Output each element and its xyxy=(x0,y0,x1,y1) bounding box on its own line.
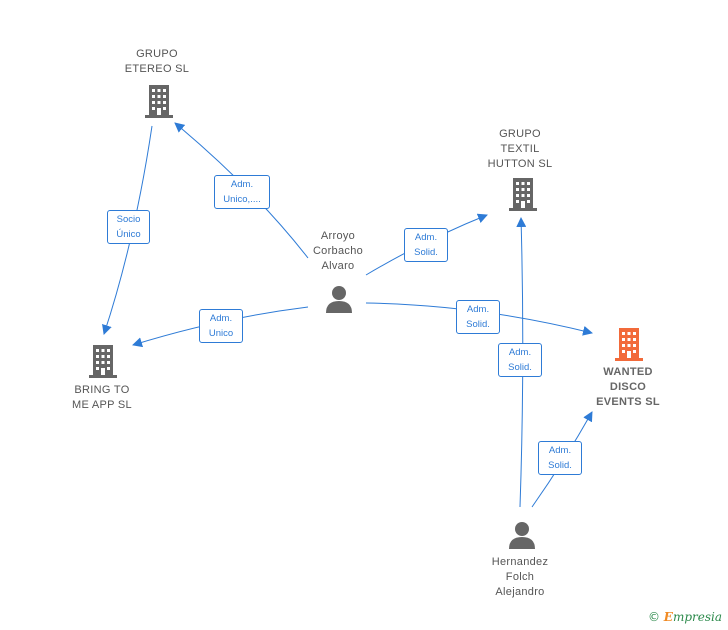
building-icon[interactable] xyxy=(613,326,645,362)
edge-label-arroyo-etereo: Adm. Unico,.... xyxy=(214,175,270,209)
copyright-symbol: © xyxy=(647,610,660,624)
edge-label-etereo-bring: Socio Único xyxy=(107,210,150,244)
edge-label-arroyo-textil: Adm. Solid. xyxy=(404,228,448,262)
building-icon[interactable] xyxy=(87,343,119,379)
person-icon[interactable] xyxy=(324,284,354,314)
brand-logo: © Empresia xyxy=(648,610,722,624)
edge-label-hernandez-wanted: Adm. Solid. xyxy=(538,441,582,475)
node-label-hernandez[interactable]: Hernandez Folch Alejandro xyxy=(491,556,549,598)
edge-label-arroyo-wanted: Adm. Solid. xyxy=(456,300,500,334)
node-label-grupo-etereo[interactable]: GRUPO ETEREO SL xyxy=(124,48,190,75)
brand-name: mpresia xyxy=(672,610,722,624)
brand-initial: E xyxy=(663,610,673,624)
building-icon[interactable] xyxy=(507,176,539,212)
person-icon[interactable] xyxy=(507,520,537,550)
edge-label-arroyo-bring: Adm. Unico xyxy=(199,309,243,343)
node-label-grupo-textil[interactable]: GRUPO TEXTIL HUTTON SL xyxy=(487,128,553,170)
node-label-wanted-disco[interactable]: WANTED DISCO EVENTS SL xyxy=(596,366,660,408)
building-icon[interactable] xyxy=(143,83,175,119)
node-label-bring-to-me[interactable]: BRING TO ME APP SL xyxy=(72,384,132,411)
node-label-arroyo[interactable]: Arroyo Corbacho Alvaro xyxy=(312,230,364,272)
edge-label-hernandez-textil: Adm. Solid. xyxy=(498,343,542,377)
